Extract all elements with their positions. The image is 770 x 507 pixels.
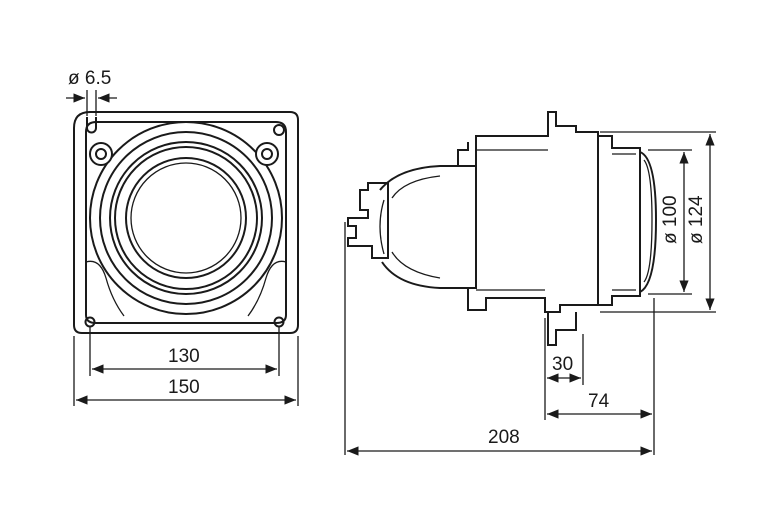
screw-top-right	[255, 142, 279, 166]
front-view: ø 6.5 130 150	[66, 68, 299, 406]
dim-front-width: 150	[168, 377, 200, 398]
dim-bracket-offset: 30	[552, 354, 573, 375]
mount-hole-left	[84, 316, 96, 328]
mount-hole-right	[273, 316, 285, 328]
dim-hole-spacing: 130	[168, 346, 200, 367]
dim-outer-diameter: ø 124	[686, 195, 707, 244]
dim-total-depth: 208	[488, 427, 520, 448]
slot-hole	[86, 117, 97, 134]
dim-front-depth: 74	[588, 391, 610, 412]
side-view: ø 100 ø 124 30 74 208	[344, 111, 716, 456]
dim-hole-diameter: ø 6.5	[68, 68, 111, 89]
dim-lens-diameter: ø 100	[660, 195, 681, 244]
screw-top-left	[89, 142, 113, 166]
